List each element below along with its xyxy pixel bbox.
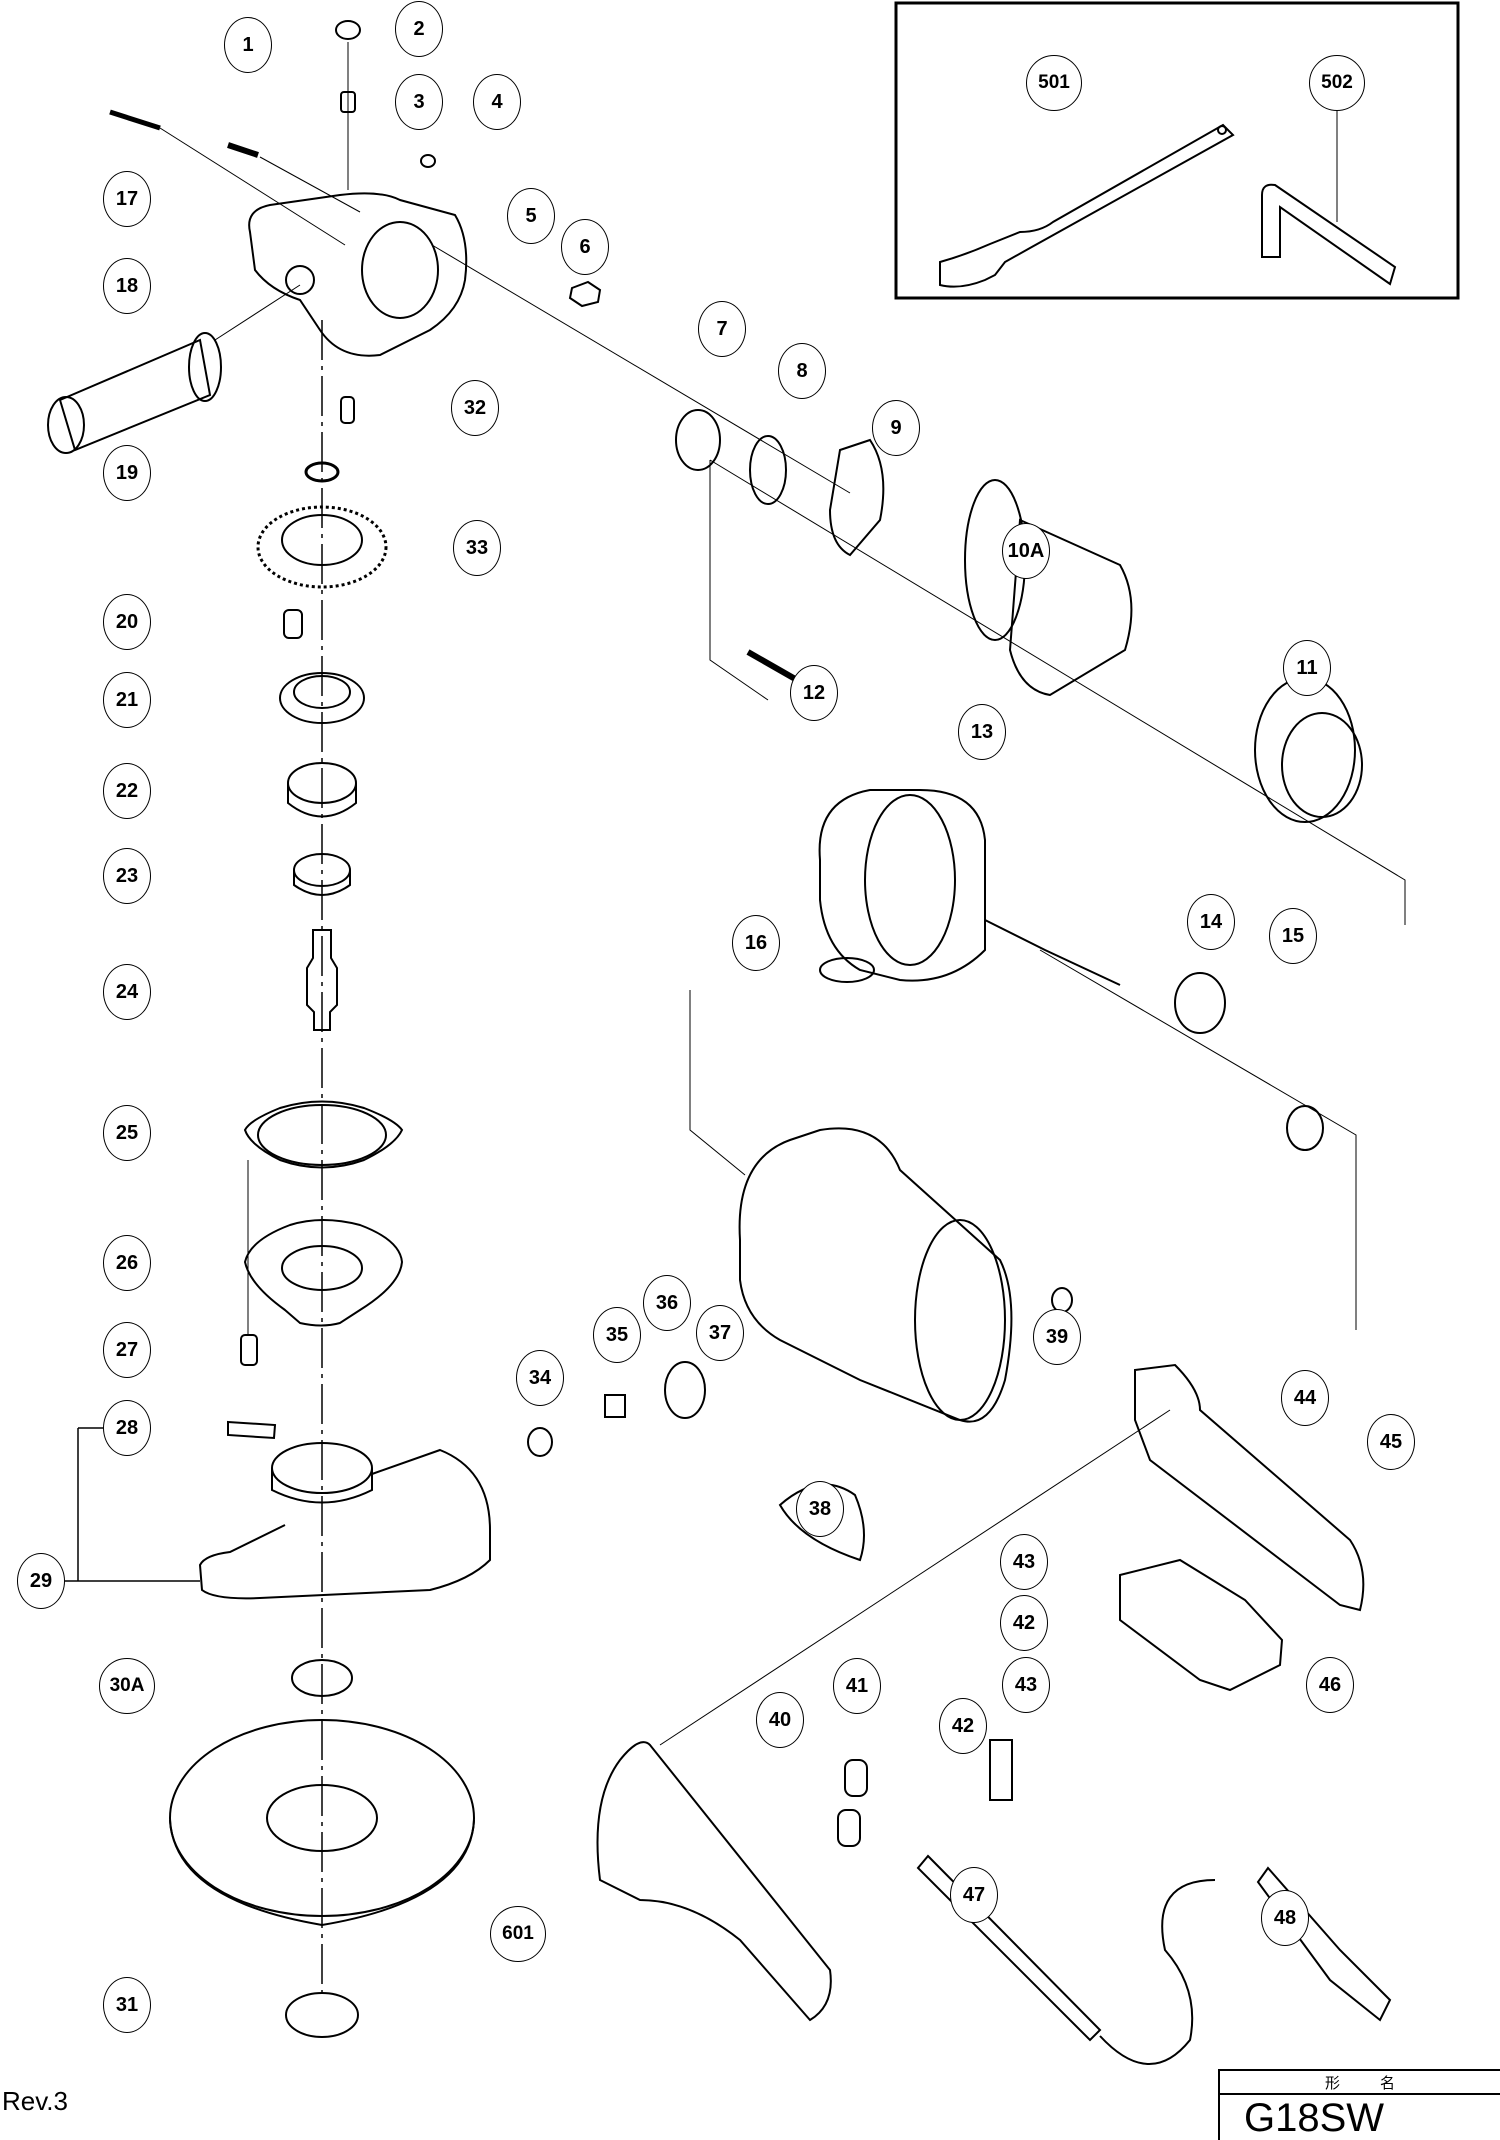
callout-46: 46 — [1306, 1657, 1354, 1713]
callout-33: 33 — [453, 520, 501, 576]
callout-36: 36 — [643, 1275, 691, 1331]
callout-42-upper: 42 — [1000, 1595, 1048, 1651]
callout-7: 7 — [698, 301, 746, 357]
revision-label: Rev.3 — [2, 2086, 68, 2116]
callout-23: 23 — [103, 848, 151, 904]
spanner-wrench-icon — [939, 123, 1235, 288]
callout-29: 29 — [17, 1553, 65, 1609]
small-parts-upper — [109, 20, 436, 424]
gland-parts — [227, 1100, 404, 1440]
callout-4: 4 — [473, 74, 521, 130]
callout-3: 3 — [395, 74, 443, 130]
callout-9: 9 — [872, 400, 920, 456]
callout-601: 601 — [490, 1906, 546, 1962]
title-block: 形 名 G18SW — [1218, 2069, 1500, 2140]
callout-48: 48 — [1261, 1890, 1309, 1946]
hex-key-icon — [1261, 110, 1397, 286]
callout-16: 16 — [732, 915, 780, 971]
callout-43-upper: 43 — [1000, 1534, 1048, 1590]
wheel-guard — [65, 1427, 491, 1600]
callout-19: 19 — [103, 445, 151, 501]
gear-stack — [256, 461, 388, 1031]
callout-44: 44 — [1281, 1370, 1329, 1426]
callout-22: 22 — [103, 763, 151, 819]
callout-14: 14 — [1187, 894, 1235, 950]
callout-12: 12 — [790, 665, 838, 721]
callout-26: 26 — [103, 1235, 151, 1291]
callout-21: 21 — [103, 672, 151, 728]
callout-15: 15 — [1269, 908, 1317, 964]
callout-5: 5 — [507, 188, 555, 244]
callout-11: 11 — [1283, 640, 1331, 696]
callout-31: 31 — [103, 1977, 151, 2033]
callout-502: 502 — [1309, 55, 1365, 111]
callout-45: 45 — [1367, 1414, 1415, 1470]
callout-32: 32 — [451, 380, 499, 436]
rear-handle-parts — [596, 1363, 1392, 2065]
model-number: G18SW — [1244, 2096, 1385, 2140]
callout-25: 25 — [103, 1105, 151, 1161]
callout-501: 501 — [1026, 55, 1082, 111]
stator — [818, 789, 1357, 1330]
title-header-left: 形 — [1324, 2073, 1340, 2092]
gear-cover — [248, 192, 468, 357]
title-header-right: 名 — [1380, 2073, 1396, 2092]
grinding-disc — [169, 1659, 475, 2038]
armature-parts — [431, 244, 1406, 925]
motor-housing — [527, 990, 1073, 1562]
callout-13: 13 — [958, 704, 1006, 760]
callout-17: 17 — [103, 171, 151, 227]
callout-28: 28 — [103, 1400, 151, 1456]
title-block-header: 形 名 — [1220, 2071, 1500, 2095]
callout-24: 24 — [103, 964, 151, 1020]
callout-47: 47 — [950, 1867, 998, 1923]
callout-35: 35 — [593, 1307, 641, 1363]
accessory-box — [894, 1, 1460, 300]
side-handle — [47, 284, 301, 454]
callout-41: 41 — [833, 1658, 881, 1714]
callout-10a: 10A — [1002, 523, 1050, 579]
callout-38: 38 — [796, 1481, 844, 1537]
callout-6: 6 — [561, 219, 609, 275]
callout-18: 18 — [103, 258, 151, 314]
callout-2: 2 — [395, 1, 443, 57]
callout-37: 37 — [696, 1305, 744, 1361]
callout-27: 27 — [103, 1322, 151, 1378]
callout-40: 40 — [756, 1692, 804, 1748]
callout-42-lower: 42 — [939, 1698, 987, 1754]
callout-8: 8 — [778, 343, 826, 399]
callout-39: 39 — [1033, 1309, 1081, 1365]
callout-1: 1 — [224, 17, 272, 73]
callout-30a: 30A — [99, 1658, 155, 1714]
callout-34: 34 — [516, 1350, 564, 1406]
callout-43-lower: 43 — [1002, 1657, 1050, 1713]
callout-20: 20 — [103, 594, 151, 650]
